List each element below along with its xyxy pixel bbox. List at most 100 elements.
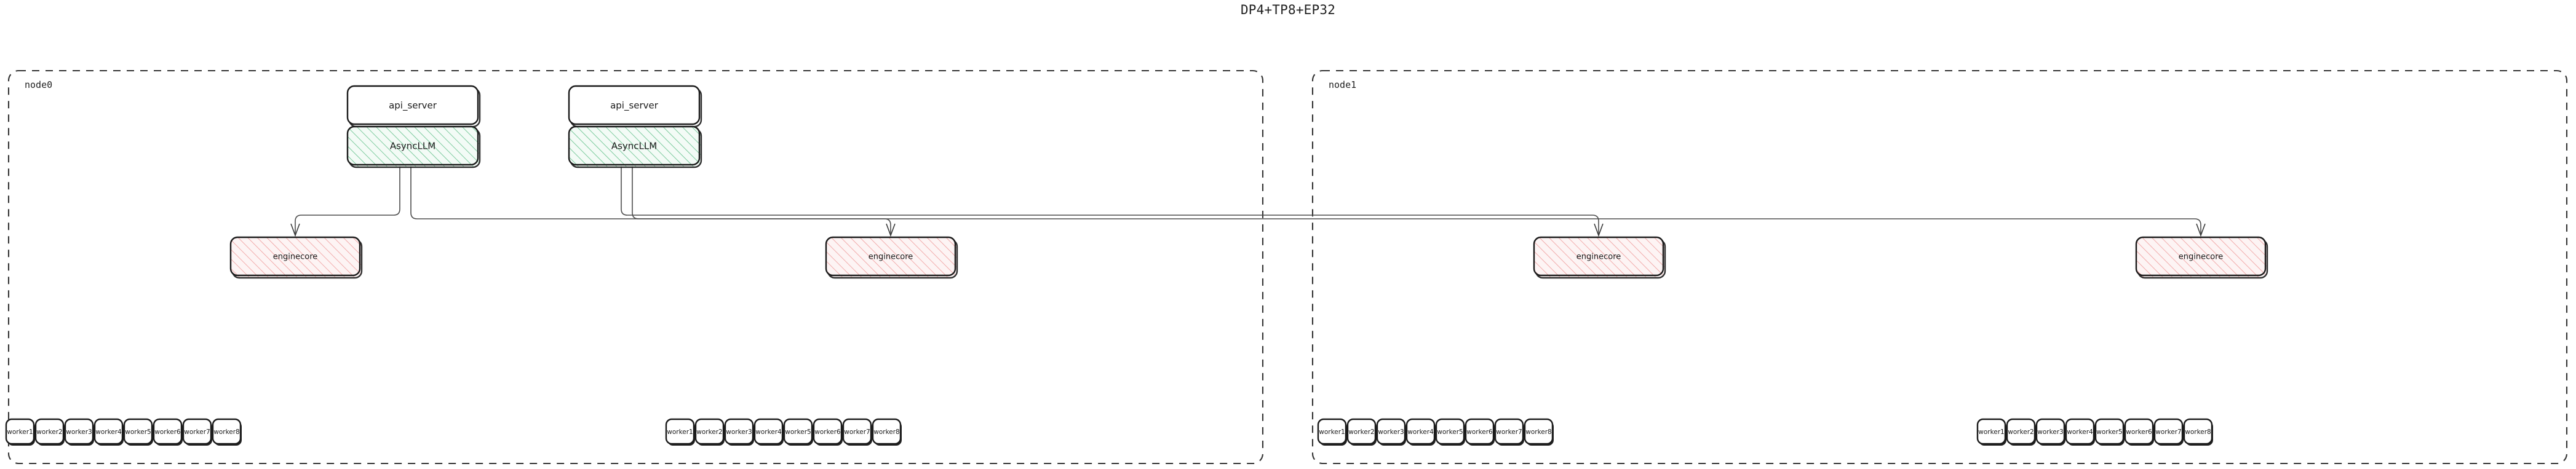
worker-label: worker1	[1978, 428, 2005, 436]
edge-arrowhead	[2196, 223, 2206, 237]
worker-label: worker6	[154, 428, 181, 436]
worker-box[interactable]	[724, 418, 754, 445]
worker-label: worker6	[814, 428, 841, 436]
cluster-label-node0: node0	[25, 79, 52, 90]
worker-label: worker5	[2096, 428, 2123, 436]
worker-label: worker5	[1437, 428, 1463, 436]
worker-box[interactable]	[783, 418, 813, 445]
worker-label: worker2	[696, 428, 723, 436]
worker-box[interactable]	[665, 418, 695, 445]
worker-label: worker8	[1525, 428, 1552, 436]
worker-label: worker8	[2185, 428, 2211, 436]
cluster-border	[1311, 69, 2568, 465]
edges-layer	[290, 165, 2206, 237]
asyncllm-box-node0-1-rect[interactable]	[568, 125, 701, 166]
worker-label: worker4	[95, 428, 122, 436]
worker-label: worker4	[755, 428, 782, 436]
worker-label: worker5	[125, 428, 151, 436]
worker-box[interactable]	[123, 418, 153, 445]
worker-label: worker4	[2067, 428, 2093, 436]
worker-label: worker2	[2008, 428, 2034, 436]
api-server-box-node0-1[interactable]: api_server	[568, 85, 702, 128]
worker-label: worker1	[667, 428, 693, 436]
enginecore-box-node1-0-rect[interactable]	[1533, 236, 1664, 277]
worker-box[interactable]	[1376, 418, 1406, 445]
enginecore-box-node0-1-label: enginecore	[869, 253, 913, 262]
worker-label: worker2	[36, 428, 63, 436]
worker-box[interactable]	[1317, 418, 1347, 445]
worker-box[interactable]	[1346, 418, 1377, 445]
worker-box[interactable]	[5, 418, 35, 445]
worker-label: worker3	[726, 428, 752, 436]
api-server-box-node0-1-rect[interactable]	[568, 85, 701, 125]
worker-box[interactable]	[1524, 418, 1554, 445]
worker-box[interactable]	[842, 418, 872, 445]
edge-arrowhead	[886, 223, 896, 237]
enginecore-box-node0-1-rect[interactable]	[825, 236, 956, 277]
worker-box[interactable]	[2094, 418, 2125, 445]
enginecore-box-node0-0-label: enginecore	[273, 253, 318, 262]
cluster-label-node1: node1	[1329, 79, 1356, 90]
worker-label: worker6	[2126, 428, 2152, 436]
worker-box[interactable]	[2153, 418, 2184, 445]
page-title: DP4+TP8+EP32	[1240, 2, 1336, 17]
worker-box[interactable]	[153, 418, 183, 445]
worker-box[interactable]	[64, 418, 94, 445]
worker-box[interactable]	[2065, 418, 2095, 445]
worker-box[interactable]	[34, 418, 65, 445]
worker-box[interactable]	[2006, 418, 2036, 445]
worker-label: worker2	[1348, 428, 1375, 436]
worker-label: worker4	[1407, 428, 1434, 436]
enginecore-box-node1-1-rect[interactable]	[2135, 236, 2267, 277]
worker-box[interactable]	[1976, 418, 2006, 445]
worker-box[interactable]	[753, 418, 784, 445]
worker-label: worker3	[1378, 428, 1404, 436]
worker-label: worker7	[2155, 428, 2182, 436]
worker-label: worker3	[2037, 428, 2064, 436]
enginecore-box-node0-0-rect[interactable]	[229, 236, 361, 277]
worker-box[interactable]	[212, 418, 242, 445]
asyncllm-box-node0-0-rect[interactable]	[346, 125, 479, 166]
worker-label: worker7	[184, 428, 210, 436]
enginecore-box-node1-0[interactable]: enginecore	[1533, 236, 1666, 279]
edge-asyncllm0-enginecore-n0-1	[410, 165, 896, 237]
edge-asyncllm1-enginecore-n1-1	[632, 165, 2206, 237]
enginecore-box-node1-0-label: enginecore	[1576, 253, 1621, 262]
worker-label: worker3	[66, 428, 92, 436]
enginecore-box-node1-1-label: enginecore	[2179, 253, 2224, 262]
asyncllm-box-node0-0-label: AsyncLLM	[390, 141, 435, 152]
worker-box[interactable]	[2183, 418, 2213, 445]
asyncllm-box-node0-1[interactable]: AsyncLLM	[568, 125, 702, 168]
enginecore-box-node0-1[interactable]: enginecore	[825, 236, 958, 279]
worker-box[interactable]	[813, 418, 843, 445]
worker-box[interactable]	[182, 418, 212, 445]
asyncllm-box-node0-0[interactable]: AsyncLLM	[346, 125, 481, 168]
worker-label: worker7	[1496, 428, 1522, 436]
worker-box[interactable]	[93, 418, 124, 445]
enginecore-box-node1-1[interactable]: enginecore	[2135, 236, 2268, 279]
worker-box[interactable]	[2035, 418, 2065, 445]
worker-box[interactable]	[694, 418, 725, 445]
worker-box[interactable]	[1494, 418, 1524, 445]
worker-label: worker7	[844, 428, 870, 436]
worker-box[interactable]	[1465, 418, 1495, 445]
worker-label: worker8	[873, 428, 900, 436]
api-server-box-node0-0[interactable]: api_server	[346, 85, 481, 128]
worker-box[interactable]	[1405, 418, 1436, 445]
clusters-layer: node0 node1	[7, 69, 2568, 465]
worker-box[interactable]	[1435, 418, 1465, 445]
api-server-box-node0-0-label: api_server	[389, 100, 437, 112]
api-server-box-node0-0-rect[interactable]	[346, 85, 479, 125]
cluster-node1: node1	[1311, 69, 2568, 465]
worker-label: worker1	[7, 428, 33, 436]
enginecore-box-node0-0[interactable]: enginecore	[229, 236, 363, 279]
worker-box[interactable]	[2124, 418, 2154, 445]
edge-arrowhead	[1594, 223, 1604, 237]
worker-box[interactable]	[872, 418, 902, 445]
